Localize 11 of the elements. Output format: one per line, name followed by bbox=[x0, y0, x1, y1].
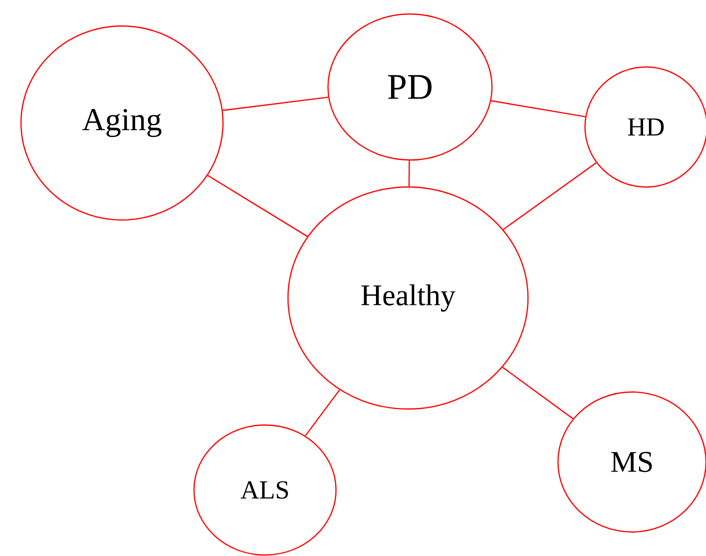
connector-line bbox=[304, 390, 340, 436]
circle-node: Aging bbox=[20, 25, 224, 221]
connector-line bbox=[207, 174, 308, 237]
circle-node: Healthy bbox=[287, 186, 529, 410]
circle-node: PD bbox=[327, 13, 493, 161]
connector-line bbox=[222, 96, 328, 111]
connector-line bbox=[491, 100, 586, 118]
connector-line bbox=[502, 366, 574, 420]
circle-node: ALS bbox=[193, 424, 337, 556]
connector-line bbox=[408, 160, 410, 186]
connector-line bbox=[502, 162, 597, 230]
